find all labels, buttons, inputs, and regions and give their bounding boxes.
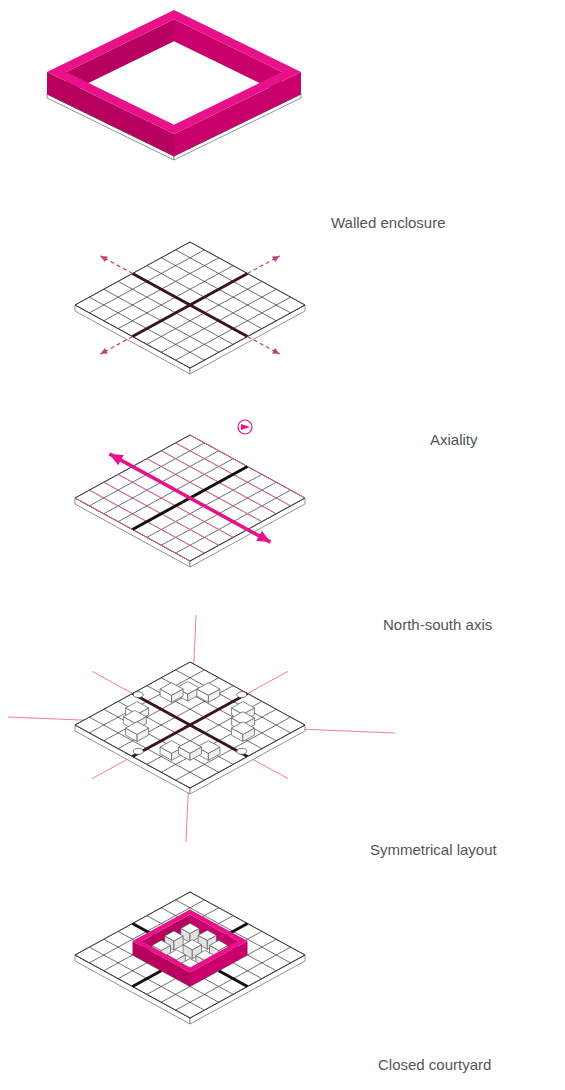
north-south-arrow <box>110 454 271 542</box>
slab-top <box>47 32 301 156</box>
grid-line <box>133 694 248 757</box>
slab-top <box>75 662 305 788</box>
building <box>160 683 183 696</box>
axis-line <box>219 971 248 987</box>
axis-line <box>133 694 248 757</box>
building <box>231 722 254 735</box>
north-south-axis-figure <box>75 420 305 567</box>
building <box>181 923 199 933</box>
figure-label: North-south axis <box>383 616 492 634</box>
north-symbol <box>241 424 250 430</box>
building <box>123 710 146 723</box>
pavilion <box>133 748 143 754</box>
pavilion <box>133 692 143 698</box>
axis-extension <box>100 337 132 355</box>
building <box>165 931 183 941</box>
symmetrical-layout-figure <box>8 615 395 842</box>
grid-line <box>133 274 248 337</box>
slab-top <box>75 435 305 561</box>
axis-extension <box>248 337 280 355</box>
figure-label: Closed courtyard <box>378 1056 491 1074</box>
figure-label: Walled enclosure <box>331 214 446 232</box>
building <box>198 930 216 940</box>
axis-line <box>133 274 248 337</box>
axis-extension <box>248 256 280 274</box>
axis-line <box>133 971 162 987</box>
wall-outer <box>174 72 301 156</box>
arrow-head <box>272 348 280 354</box>
walled-enclosure-figure <box>47 10 301 160</box>
arrow-head <box>110 454 124 465</box>
building <box>183 940 201 950</box>
building <box>197 683 220 696</box>
wall-outer <box>47 72 174 156</box>
closed-courtyard-figure <box>75 892 305 1024</box>
axis-extension <box>100 256 132 274</box>
grid-line <box>133 274 248 337</box>
north-symbol <box>238 420 252 434</box>
pavilion <box>237 748 247 754</box>
arrow-head <box>100 348 108 354</box>
grid-line <box>133 694 248 757</box>
arrow-head <box>256 531 270 542</box>
slab-top <box>75 892 305 1018</box>
slab-top <box>75 242 305 368</box>
building <box>126 722 149 735</box>
arrow-head <box>100 256 108 262</box>
axis-line <box>133 274 248 337</box>
figure-label: Axiality <box>430 431 478 449</box>
figure-label: Symmetrical layout <box>370 841 497 859</box>
arrow-head <box>272 256 280 262</box>
axiality-figure <box>75 242 305 374</box>
building <box>179 741 202 754</box>
wall-top <box>47 10 301 134</box>
axis-line <box>133 694 248 757</box>
pavilion <box>237 692 247 698</box>
wall-top <box>133 910 248 973</box>
